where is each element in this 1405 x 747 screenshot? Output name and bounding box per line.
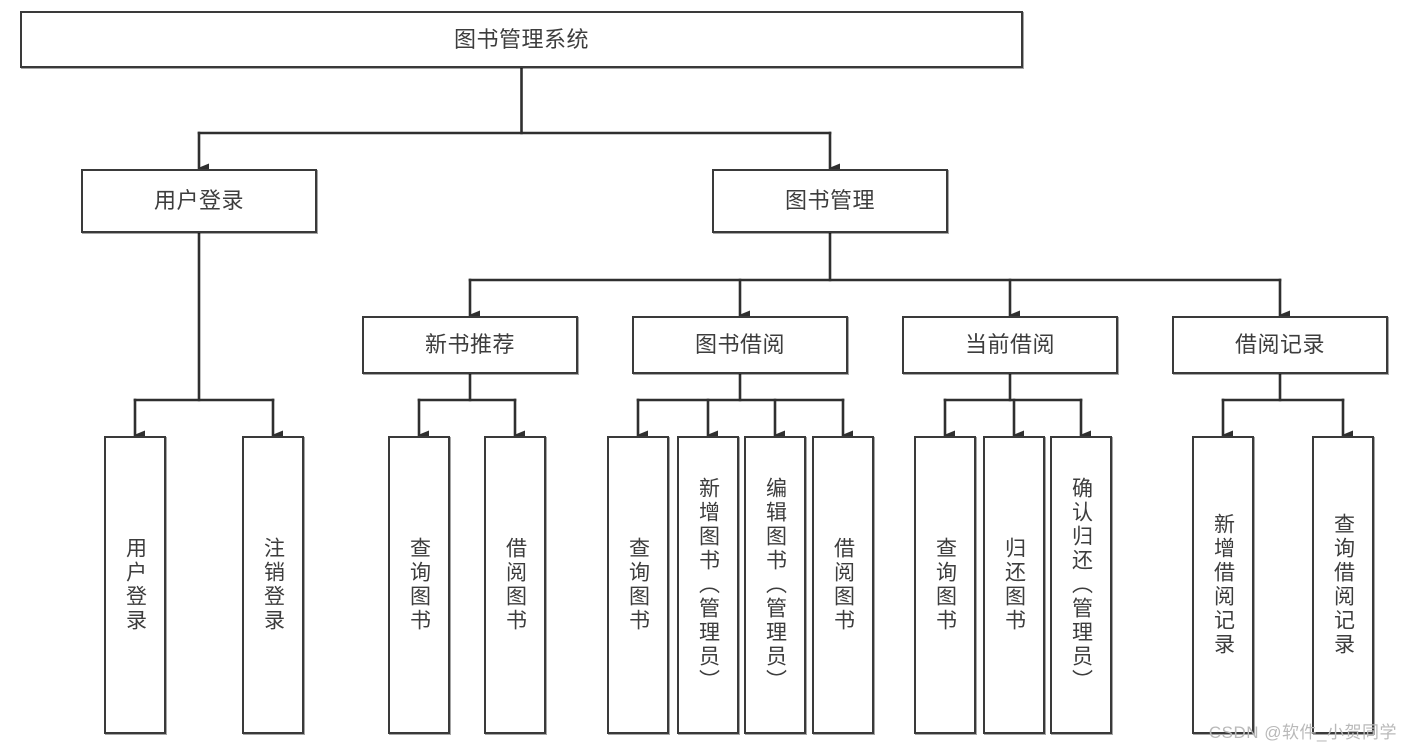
node-user-login[interactable]: 用户登录 xyxy=(81,169,317,233)
node-leaf-edit-book[interactable]: 编辑图书（管理员） xyxy=(744,436,806,734)
node-leaf-add-book[interactable]: 新增图书（管理员） xyxy=(677,436,739,734)
node-label: 图书管理 xyxy=(784,188,875,214)
node-label: 查询图书 xyxy=(933,537,957,633)
node-label: 借阅图书 xyxy=(503,537,527,633)
node-borrow-record[interactable]: 借阅记录 xyxy=(1172,316,1388,374)
watermark: CSDN @软件_小贺同学 xyxy=(1208,723,1397,742)
node-leaf-logout[interactable]: 注销登录 xyxy=(242,436,304,734)
node-label: 借阅图书 xyxy=(831,537,855,633)
node-leaf-query-book-3[interactable]: 查询图书 xyxy=(914,436,976,734)
node-label: 当前借阅 xyxy=(964,332,1055,358)
node-leaf-borrow-book-2[interactable]: 借阅图书 xyxy=(812,436,874,734)
node-label: 注销登录 xyxy=(261,537,285,633)
node-label: 新书推荐 xyxy=(424,332,515,358)
node-label: 用户登录 xyxy=(123,537,147,633)
node-leaf-query-book-1[interactable]: 查询图书 xyxy=(388,436,450,734)
node-label: 用户登录 xyxy=(153,188,244,214)
node-leaf-query-borrow-record[interactable]: 查询借阅记录 xyxy=(1312,436,1374,734)
node-new-book-recommend[interactable]: 新书推荐 xyxy=(362,316,578,374)
node-root[interactable]: 图书管理系统 xyxy=(20,11,1023,68)
node-label: 编辑图书（管理员） xyxy=(763,477,787,693)
node-label: 确认归还（管理员） xyxy=(1069,477,1093,693)
node-leaf-user-login[interactable]: 用户登录 xyxy=(104,436,166,734)
node-leaf-return-book[interactable]: 归还图书 xyxy=(983,436,1045,734)
node-label: 新增借阅记录 xyxy=(1211,513,1235,657)
node-book-borrow[interactable]: 图书借阅 xyxy=(632,316,848,374)
node-label: 新增图书（管理员） xyxy=(696,477,720,693)
node-leaf-borrow-book-1[interactable]: 借阅图书 xyxy=(484,436,546,734)
node-label: 归还图书 xyxy=(1002,537,1026,633)
node-current-borrow[interactable]: 当前借阅 xyxy=(902,316,1118,374)
node-book-manage[interactable]: 图书管理 xyxy=(712,169,948,233)
node-label: 查询借阅记录 xyxy=(1331,513,1355,657)
node-leaf-add-borrow-record[interactable]: 新增借阅记录 xyxy=(1192,436,1254,734)
node-leaf-query-book-2[interactable]: 查询图书 xyxy=(607,436,669,734)
node-label: 图书借阅 xyxy=(694,332,785,358)
node-label: 查询图书 xyxy=(407,537,431,633)
node-label: 图书管理系统 xyxy=(453,26,589,52)
node-leaf-confirm-return[interactable]: 确认归还（管理员） xyxy=(1050,436,1112,734)
node-label: 查询图书 xyxy=(626,537,650,633)
node-label: 借阅记录 xyxy=(1234,332,1325,358)
